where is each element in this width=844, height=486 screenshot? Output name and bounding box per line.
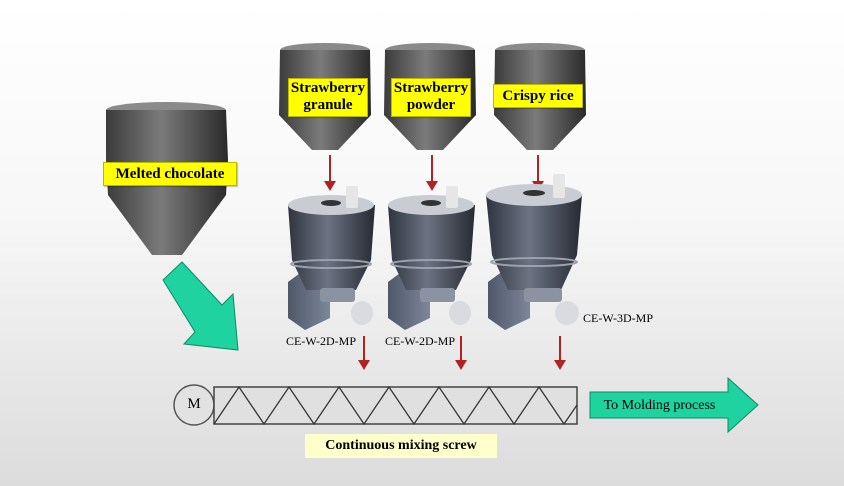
chocolate-flow-arrow: [162, 261, 239, 351]
drop-arrow-granule: [324, 155, 336, 191]
feed-arrow-1: [358, 336, 370, 370]
feeder-2: [388, 186, 475, 330]
feeder-1: [288, 186, 375, 330]
destination-label: To Molding process: [603, 398, 716, 413]
melted-chocolate-label: Melted chocolate: [103, 162, 237, 186]
feeder-3: [486, 174, 582, 330]
crispy-rice-label: Crispy rice: [493, 84, 583, 108]
model-label-3: CE-W-3D-MP: [583, 311, 653, 325]
feed-arrow-2: [455, 336, 467, 370]
drop-arrow-powder: [426, 155, 438, 191]
mixing-screw-label: Continuous mixing screw: [305, 434, 497, 458]
model-label-1: CE-W-2D-MP: [286, 334, 356, 348]
strawberry-powder-label: Strawberry powder: [391, 78, 471, 117]
output-arrow: [589, 376, 759, 434]
model-label-2: CE-W-2D-MP: [385, 334, 455, 348]
strawberry-granule-label: Strawberry granule: [288, 78, 368, 117]
feed-arrow-3: [554, 336, 566, 370]
motor-label: M: [187, 396, 201, 412]
mixing-screw: [213, 385, 578, 426]
